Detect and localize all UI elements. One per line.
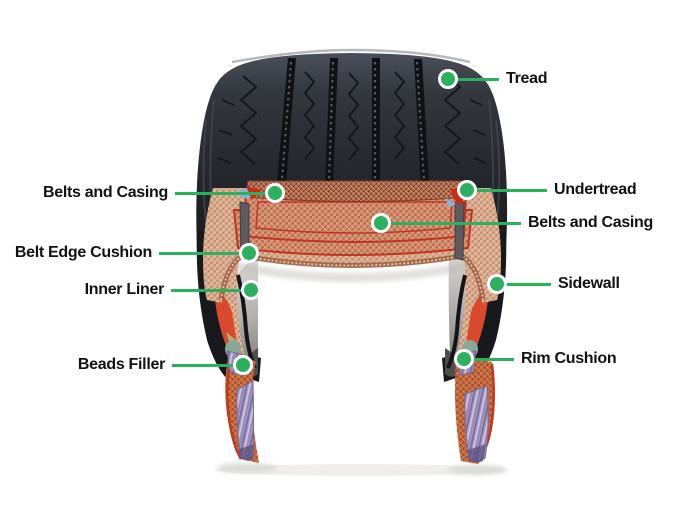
label-text: Beads Filler [77,356,165,373]
inner-liner-marker-dot [241,280,261,300]
leader-line [175,191,265,195]
belts-casing-left-marker-dot [265,183,285,203]
label-text: Undertread [554,181,637,198]
leader-line [159,251,239,255]
belt-layer-top [255,201,453,234]
undertread-marker-dot [457,180,477,200]
belt-edge-cushion-marker-dot [239,243,259,263]
callout-beads-filler: Beads Filler [78,355,253,375]
label-text: Inner Liner [84,281,165,298]
right-bead-section [455,340,496,464]
leader-line [458,77,499,81]
callout-rim-cushion: Rim Cushion [454,349,617,369]
leader-line [474,357,514,361]
leader-line [171,288,241,292]
belts-casing-right-marker-dot [371,213,391,233]
callout-tread: Tread [438,69,548,89]
ground-shadow [215,463,507,476]
callout-belts-and-casing-left: Belts and Casing [43,183,285,203]
label-text: Belt Edge Cushion [14,244,152,261]
leader-line [507,282,551,286]
callout-inner-liner: Inner Liner [85,280,261,300]
callout-undertread: Undertread [457,180,637,200]
belts-and-casing-section [203,180,501,303]
callout-sidewall: Sidewall [487,274,620,294]
rim-cushion-marker-dot [454,349,474,369]
sidewall-marker-dot [487,274,507,294]
leader-line [391,221,521,225]
callout-belt-edge-cushion: Belt Edge Cushion [15,243,259,263]
tread-sipes [217,71,487,165]
label-text: Belts and Casing [528,214,654,231]
callout-belts-and-casing-right: Belts and Casing [371,213,653,233]
label-text: Rim Cushion [521,350,617,367]
label-text: Belts and Casing [42,184,168,201]
tread-marker-dot [438,69,458,89]
beads-filler-marker-dot [233,355,253,375]
leader-line [172,363,233,367]
label-text: Tread [506,70,548,87]
label-text: Sidewall [558,275,620,292]
leader-line [477,188,547,192]
